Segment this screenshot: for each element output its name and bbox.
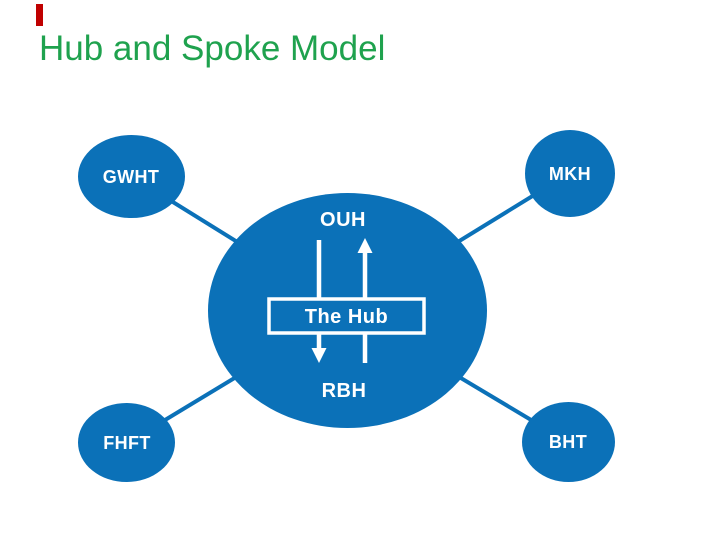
spoke-label-bht: BHT (549, 432, 587, 452)
hub-box (267, 297, 426, 335)
spoke-node-mkh (525, 130, 615, 217)
slide-accent-bar (36, 4, 43, 26)
hub-top-label: OUH (320, 209, 366, 231)
hub-bottom-label: RBH (322, 380, 367, 402)
slide-title: Hub and Spoke Model (39, 29, 386, 68)
spoke-node-bht (522, 402, 615, 482)
arrow-up-icon (357, 238, 373, 253)
spoke-label-mkh: MKH (549, 164, 591, 184)
arrow-down-icon (311, 348, 327, 363)
spoke-node-gwht (78, 135, 185, 218)
spoke-label-fhft: FHFT (103, 433, 151, 453)
spoke-node-fhft (78, 403, 175, 482)
hub-label: The Hub (305, 306, 389, 328)
spoke-label-gwht: GWHT (103, 167, 160, 187)
